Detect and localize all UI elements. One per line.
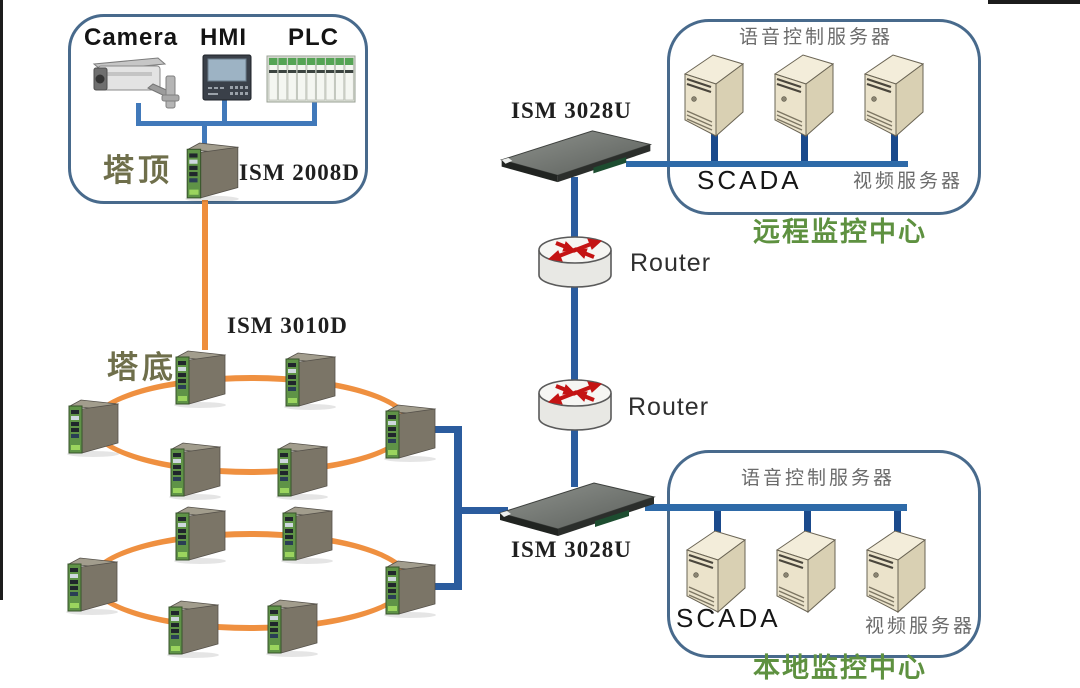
local-center-title: 本地监控中心	[753, 653, 927, 684]
backbone-router-line	[571, 177, 578, 487]
ring1-switch-icon	[168, 440, 222, 500]
left-edge-bar	[0, 0, 3, 600]
rack-switch-bottom-icon	[497, 480, 657, 538]
fiber-ring-top	[90, 375, 412, 475]
camera-link-line	[136, 103, 141, 124]
local-scada-label: SCADA	[676, 603, 781, 633]
ring2-switch-icon	[280, 504, 334, 564]
top-right-edge-bar	[988, 0, 1080, 4]
ring1-uplink-line	[414, 426, 462, 433]
remote-server-stub	[891, 130, 898, 166]
ism2008d-model-label: ISM 2008D	[239, 160, 360, 185]
hmi-label: HMI	[200, 24, 247, 51]
server-icon	[773, 526, 841, 616]
remote-bus-line	[626, 161, 908, 167]
hmi-icon	[202, 54, 252, 102]
remote-center-title: 远程监控中心	[753, 217, 927, 248]
remote-server-stub	[711, 130, 718, 166]
device-bus-line	[136, 121, 317, 126]
trunk-branch-line	[458, 507, 508, 514]
ring2-switch-icon	[173, 504, 227, 564]
local-video-server-label: 视频服务器	[865, 615, 976, 637]
ism3028u-bottom-model-label: ISM 3028U	[511, 537, 632, 562]
ring2-uplink-line	[414, 583, 462, 590]
server-icon	[681, 50, 749, 140]
plc-link-line	[312, 102, 317, 124]
switch-drop-line	[202, 121, 207, 144]
ring1-switch-icon	[275, 440, 329, 500]
tower-feeder-fiber-line	[202, 200, 208, 350]
server-icon	[863, 526, 931, 616]
local-server-stub	[714, 505, 721, 541]
local-bus-line	[645, 504, 907, 511]
remote-voice-server-label: 语音控制服务器	[739, 26, 894, 48]
ism3028u-top-model-label: ISM 3028U	[511, 98, 632, 123]
server-icon	[861, 50, 929, 140]
router-top-icon	[535, 233, 615, 295]
server-icon	[771, 50, 839, 140]
ring1-switch-icon	[283, 350, 337, 410]
fiber-ring-bottom	[89, 531, 411, 631]
local-server-stub	[894, 505, 901, 541]
hmi-link-line	[222, 100, 227, 124]
server-icon	[683, 526, 751, 616]
camera-icon	[92, 52, 192, 114]
ism2008d-switch-icon	[183, 140, 241, 202]
ring2-switch-icon	[166, 598, 220, 658]
remote-scada-label: SCADA	[697, 165, 802, 195]
ring2-switch-icon	[65, 555, 119, 615]
ism3010d-model-label: ISM 3010D	[227, 313, 348, 338]
local-server-stub	[804, 505, 811, 541]
ring1-switch-icon	[66, 397, 120, 457]
camera-label: Camera	[84, 24, 179, 51]
ring1-switch-icon	[383, 402, 437, 462]
router-bottom-icon	[535, 376, 615, 438]
router-bottom-label: Router	[628, 393, 710, 421]
tower-base-location-label: 塔底	[107, 350, 177, 386]
ring2-switch-icon	[265, 597, 319, 657]
ring2-switch-icon	[383, 558, 437, 618]
plc-label: PLC	[288, 24, 339, 51]
rack-switch-top-icon	[497, 128, 655, 184]
ring1-switch-icon	[173, 348, 227, 408]
remote-server-stub	[801, 130, 808, 166]
local-voice-server-label: 语音控制服务器	[741, 467, 896, 489]
remote-video-server-label: 视频服务器	[853, 170, 964, 192]
tower-top-location-label: 塔顶	[103, 153, 173, 189]
plc-icon	[266, 54, 356, 104]
router-top-label: Router	[630, 249, 712, 277]
